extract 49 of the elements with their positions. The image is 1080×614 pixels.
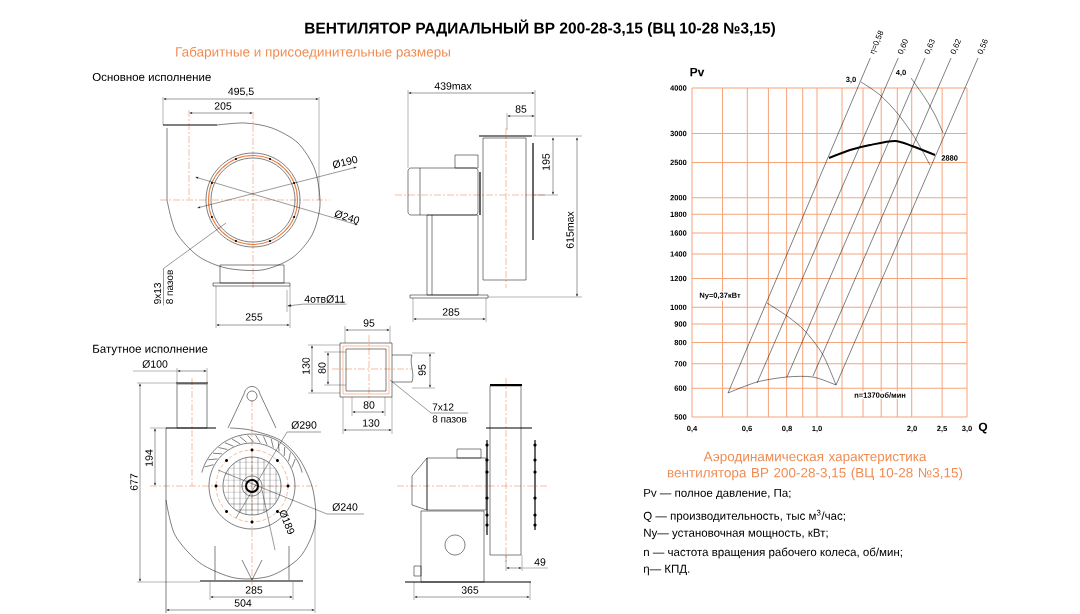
view-title: Батутное исполнение <box>93 344 208 356</box>
curve-label: 0,56 <box>977 39 988 54</box>
dimension-label: 285 <box>245 586 263 594</box>
note: Ny— установочная мощность, кВт; <box>644 528 828 540</box>
curve-label: 0,63 <box>924 39 935 54</box>
axis-label: Pv <box>690 67 705 77</box>
dimension-label: Ø100 <box>142 360 168 368</box>
note: Pv — полное давление, Па; <box>644 488 791 500</box>
dimension-label: 85 <box>515 105 527 113</box>
axis-label: Q <box>978 422 988 434</box>
note: Q — производительность, тыс м$^{3}$/час; <box>643 509 845 523</box>
dimension-label: Ø240 <box>332 503 358 511</box>
dimension-label: 49 <box>534 558 546 566</box>
dimension-label: 80 <box>318 362 326 374</box>
chart-caption: Аэродинамическая характеристика вентилятора ВР 200-28-3,15 (ВЦ 10-28 №3,15) <box>667 451 963 481</box>
leader-line <box>163 222 227 306</box>
leader-line <box>287 303 347 307</box>
note: η— КПД. <box>643 564 690 576</box>
leader-line <box>389 379 469 414</box>
dimension-label: 194 <box>145 449 153 466</box>
section-heading: Габаритные и присоединительные размеры <box>176 46 450 60</box>
dimension-label: 80 <box>363 401 375 409</box>
dimension-label: 615max <box>566 211 574 249</box>
dimension-label: Ø290 <box>291 421 317 429</box>
dimension-label: 95 <box>418 364 426 376</box>
leader-note: 7x12 8 пазов <box>432 403 467 423</box>
dimension-label: 677 <box>130 473 138 491</box>
curve-label: 0,62 <box>950 39 961 54</box>
dimension-label: Ø240 <box>333 210 360 224</box>
dimension-label: 504 <box>234 599 252 607</box>
dimension-label: 285 <box>442 308 460 316</box>
dimension-label: 439max <box>434 82 472 90</box>
dimension-label: 365 <box>461 586 479 594</box>
curve-label: η=0,58 <box>870 30 884 55</box>
leader-note: 9x13 8 пазов <box>153 270 174 304</box>
view-title: Основное исполнение <box>92 72 211 82</box>
dimension-label: Ø190 <box>332 155 358 169</box>
dimension-label: 495,5 <box>228 87 254 97</box>
leader-note: 4отвØ11 <box>304 295 345 303</box>
dimension-label: 130 <box>302 357 310 374</box>
dimension-label: 130 <box>363 419 380 427</box>
note: n — частота вращения рабочего колеса, об/мин; <box>644 547 902 559</box>
dimension-label: 195 <box>542 153 550 170</box>
curve-label: 0,60 <box>897 39 908 54</box>
dimension-label: 95 <box>363 319 375 327</box>
dimension-label: 255 <box>245 313 263 321</box>
title: ВЕНТИЛЯТОР РАДИАЛЬНЫЙ ВР 200-28-3,15 (ВЦ 10-28 №3,15) <box>305 19 775 37</box>
dimension-label: Ø189 <box>278 510 295 534</box>
dimension-label: 205 <box>214 102 232 110</box>
